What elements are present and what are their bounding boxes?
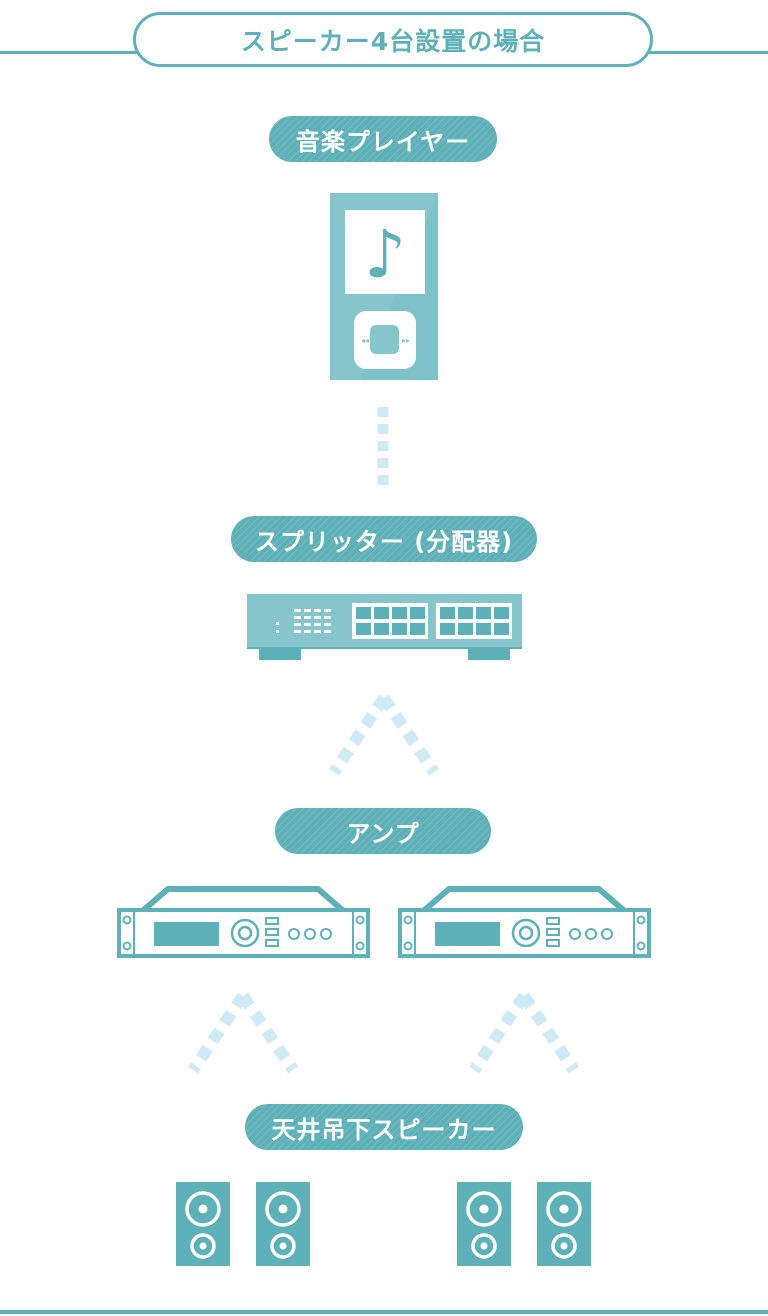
- label-amplifier: アンプ: [275, 808, 491, 854]
- splitter-icon: [247, 594, 522, 660]
- label-music-player: 音楽プレイヤー: [269, 116, 497, 162]
- footer-rule: [0, 1310, 768, 1314]
- label-splitter: スプリッター (分配器): [231, 516, 537, 562]
- svg-text:▸▸: ▸▸: [402, 336, 410, 345]
- connector-amp-speakers-right: [469, 992, 579, 1074]
- amplifier-left-icon: [119, 889, 368, 956]
- music-player-icon: ♪ ◂◂ ▸▸: [330, 193, 438, 380]
- speaker-3-icon: [455, 1180, 513, 1268]
- svg-text:◂◂: ◂◂: [361, 336, 369, 345]
- speaker-4-icon: [535, 1180, 593, 1268]
- connector-splitter-amp: [329, 694, 439, 776]
- speaker-1-icon: [174, 1180, 232, 1268]
- connector-amp-speakers-left: [188, 992, 298, 1074]
- page-title: スピーカー4台設置の場合: [133, 12, 653, 67]
- music-note-icon: ♪: [364, 216, 406, 293]
- label-ceiling-speaker: 天井吊下スピーカー: [245, 1104, 523, 1150]
- speaker-2-icon: [254, 1180, 312, 1268]
- amplifier-right-icon: [400, 889, 649, 956]
